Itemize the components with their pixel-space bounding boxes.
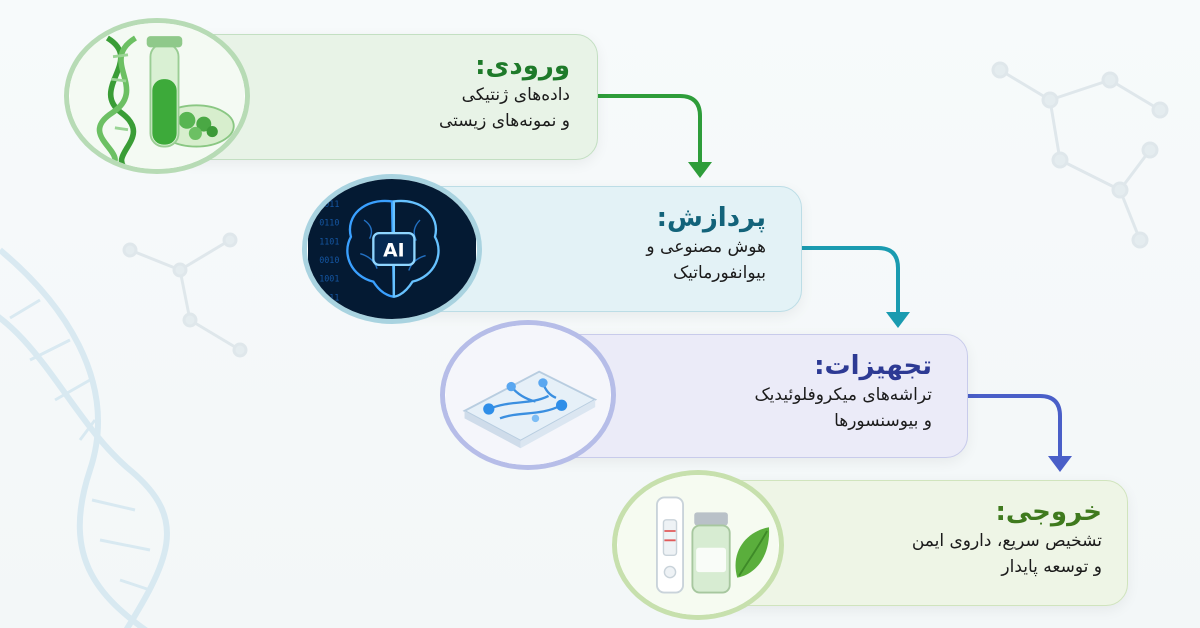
- step-text-output: خروجی: تشخیص سریع، داروی ایمن و توسعه پا…: [866, 496, 1102, 580]
- test-kit-vial-leaf-icon: [612, 470, 784, 620]
- step-title: ورودی:: [475, 51, 570, 81]
- step-text-input: ورودی: داده‌های ژنتیکی و نمونه‌های زیستی: [340, 50, 570, 134]
- step-title: پردازش:: [656, 203, 766, 233]
- dna-test-tube-icon: [64, 18, 250, 174]
- step-text-processing: پردازش: هوش مصنوعی و بیوانفورماتیک: [560, 202, 766, 286]
- step-title: تجهیزات:: [814, 351, 932, 381]
- svg-text:0010: 0010: [319, 255, 339, 265]
- step-title: خروجی:: [995, 497, 1102, 527]
- step-line-1: تشخیص سریع، داروی ایمن: [911, 531, 1102, 551]
- dna-helix-background: [0, 247, 170, 628]
- step-line-2: بیوانفورماتیک: [672, 263, 766, 283]
- svg-text:1001: 1001: [319, 274, 339, 284]
- step-card-equipment: [540, 334, 968, 458]
- ai-label: AI: [383, 240, 404, 261]
- svg-text:1011: 1011: [319, 199, 339, 209]
- svg-text:0110: 0110: [319, 218, 339, 228]
- step-text-equipment: تجهیزات: تراشه‌های میکروفلوئیدیک و بیوسن…: [700, 350, 932, 434]
- step-line-1: هوش مصنوعی و: [646, 237, 766, 257]
- microfluidic-chip-icon: [440, 320, 616, 470]
- step-line-2: و توسعه پایدار: [1001, 557, 1102, 577]
- step-line-2: و بیوسنسورها: [834, 411, 932, 431]
- step-line-2: و نمونه‌های زیستی: [438, 111, 570, 131]
- step-line-1: تراشه‌های میکروفلوئیدیک: [754, 385, 932, 405]
- svg-text:1101: 1101: [319, 236, 339, 246]
- molecule-background: [122, 61, 1169, 358]
- step-line-1: داده‌های ژنتیکی: [461, 85, 570, 105]
